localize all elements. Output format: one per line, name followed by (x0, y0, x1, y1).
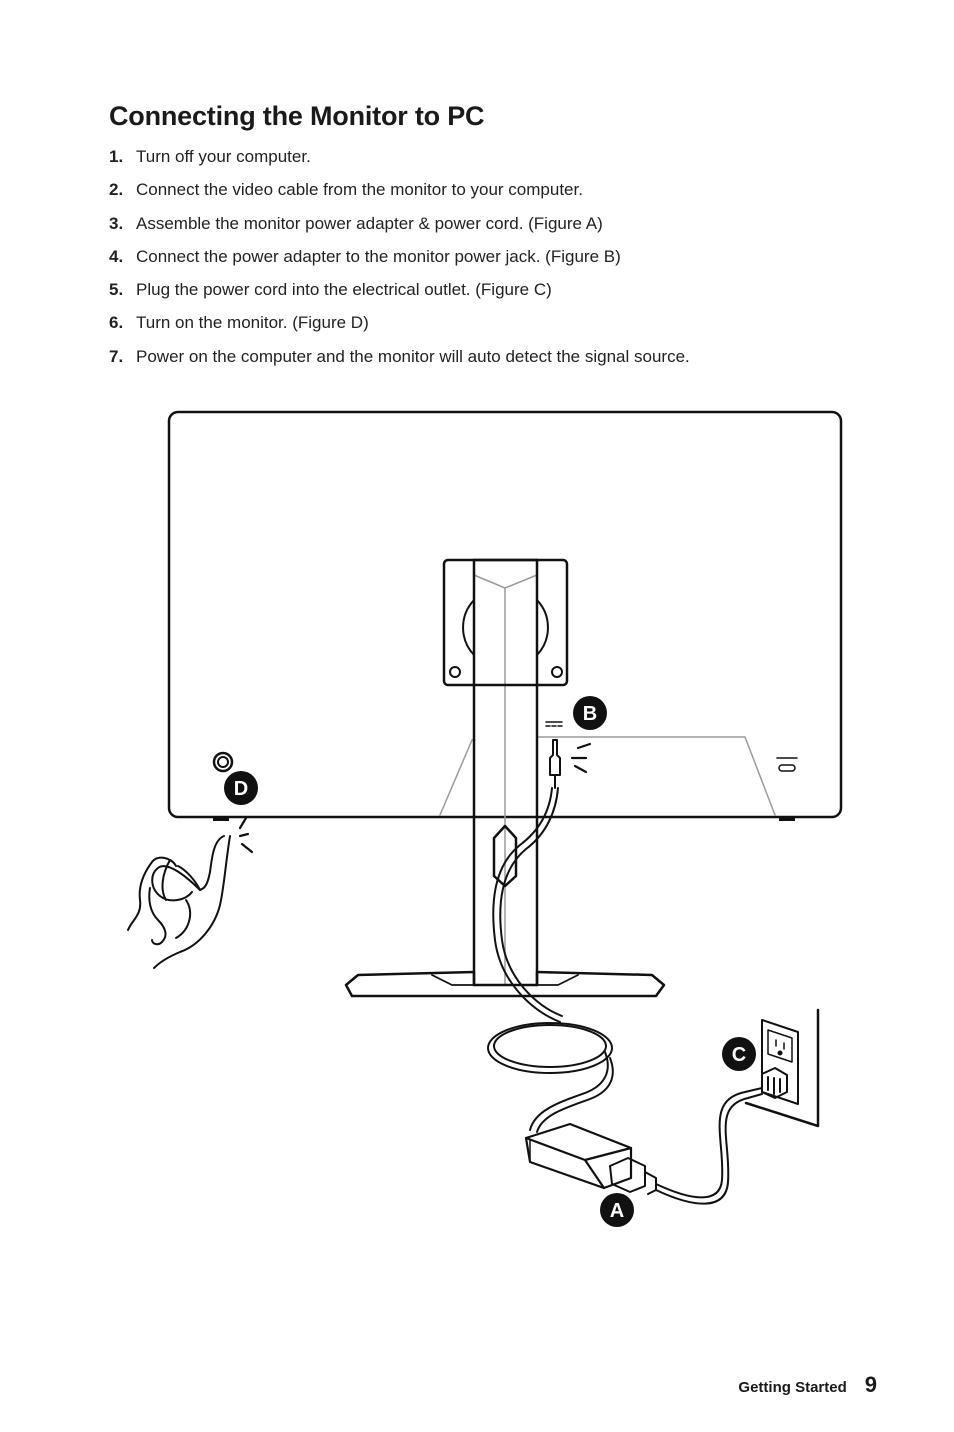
footer-section-title: Getting Started (738, 1379, 847, 1396)
list-item: 4. Connect the power adapter to the monit… (109, 240, 690, 273)
step-text: Assemble the monitor power adapter & pow… (136, 213, 603, 233)
ac-plug (609, 1157, 657, 1195)
step-number: 6. (109, 313, 124, 333)
label-a: A (600, 1193, 634, 1227)
step-number: 1. (109, 147, 124, 166)
step-number: 3. (109, 213, 124, 233)
stand-neck (472, 558, 539, 987)
label-c-text: C (732, 1044, 746, 1066)
dc-symbol (545, 721, 563, 727)
coiled-cable (487, 1022, 614, 1133)
power-adapter (524, 1122, 633, 1190)
label-d: D (224, 771, 258, 805)
list-item: 7. Power on the computer and the monitor … (109, 340, 690, 373)
step-text: Power on the computer and the monitor wi… (136, 346, 690, 366)
wall-outlet (761, 1019, 799, 1105)
list-item: 6. Turn on the monitor. (Figure D) (109, 306, 690, 339)
step-number: 7. (109, 346, 124, 366)
dc-plug (549, 739, 561, 776)
cable-hole (492, 824, 518, 888)
list-item: 3. Assemble the monitor power adapter & p… (109, 207, 690, 240)
press-indicator (238, 816, 254, 854)
list-item: 5. Plug the power cord into the electrica… (109, 273, 690, 306)
wall (744, 1008, 820, 1128)
step-number: 4. (109, 246, 124, 266)
power-button (212, 751, 234, 773)
label-b-text: B (583, 703, 597, 725)
label-c: C (722, 1037, 756, 1071)
label-d-text: D (234, 778, 248, 800)
rear-panel-lines (439, 574, 776, 986)
step-text: Plug the power cord into the electrical … (136, 280, 552, 300)
page-title: Connecting the Monitor to PC (109, 101, 485, 131)
label-b: B (573, 696, 607, 730)
step-text: Turn on the monitor. (Figure D) (136, 313, 369, 333)
list-item: 2. Connect the video cable from the monit… (109, 173, 690, 206)
step-text: Connect the video cable from the monitor… (136, 180, 583, 200)
list-item: 1. Turn off your computer. (109, 140, 690, 173)
hand-illustration (127, 835, 231, 969)
step-list: 1. Turn off your computer. 2. Connect the … (109, 140, 690, 373)
page-footer: Getting Started 9 (738, 1372, 877, 1398)
step-number: 2. (109, 180, 124, 200)
insert-indicator (570, 742, 592, 774)
stand-base (344, 970, 666, 998)
step-number: 5. (109, 280, 124, 300)
step-text: Turn off your computer. (136, 147, 311, 166)
page-number: 9 (864, 1372, 877, 1397)
label-a-text: A (610, 1200, 624, 1222)
outlet-plug (761, 1067, 788, 1099)
step-text: Connect the power adapter to the monitor… (136, 246, 621, 266)
